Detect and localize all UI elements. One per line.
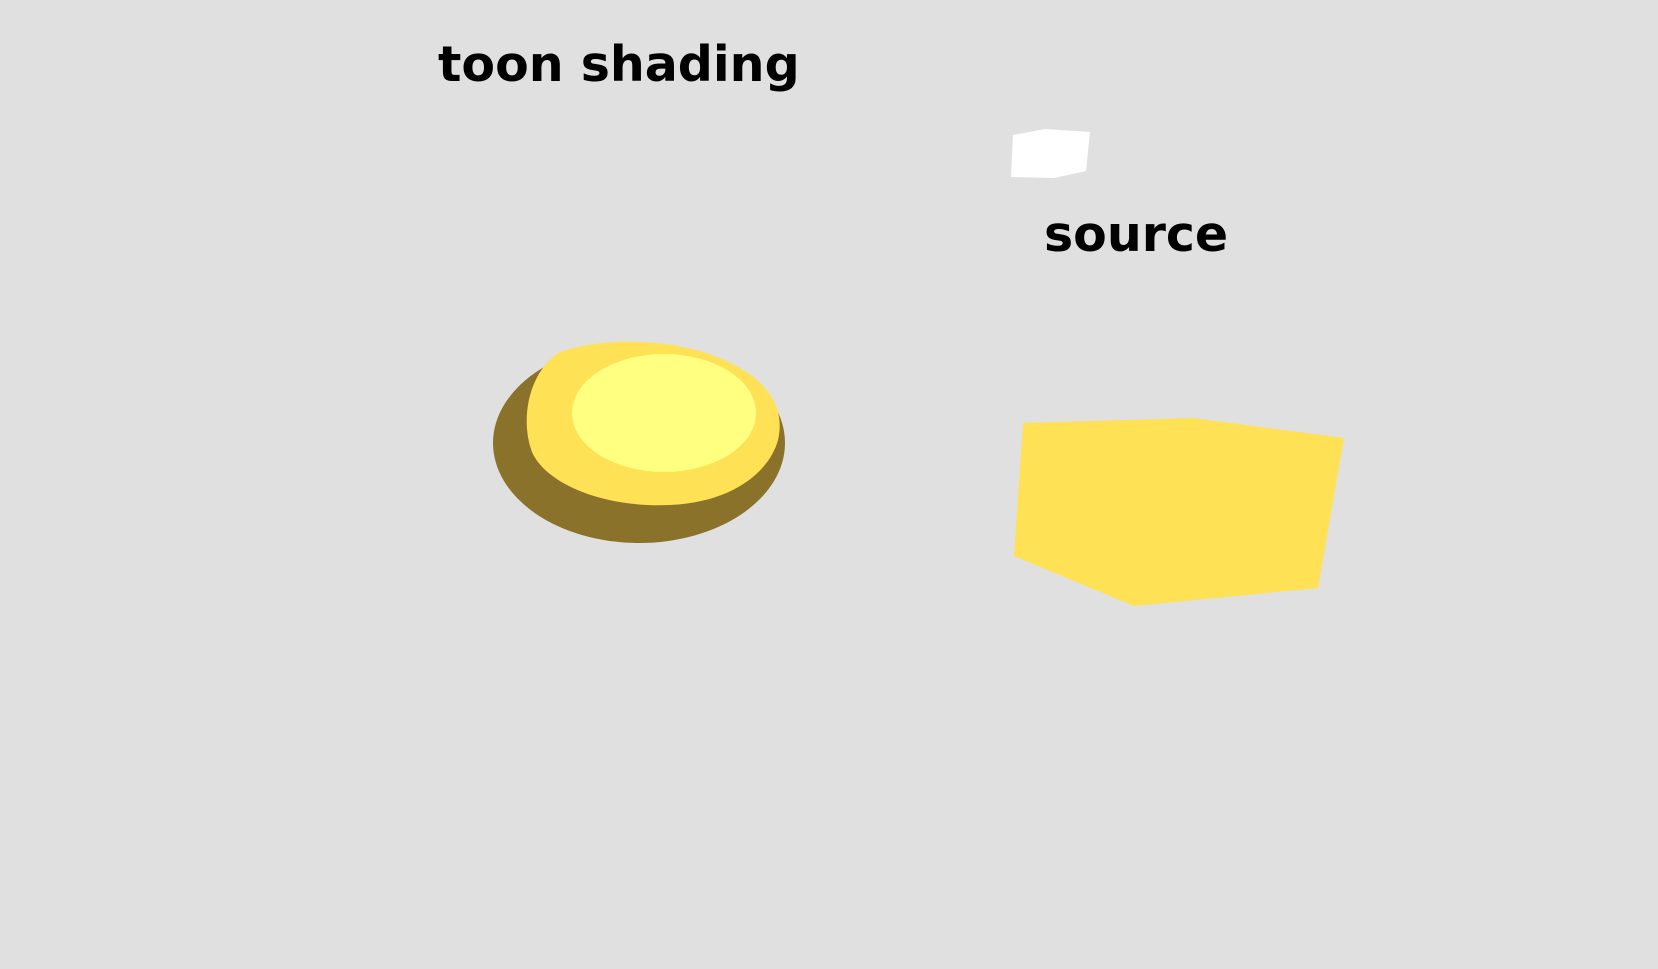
light-source-cube [1011,129,1090,178]
sphere-highlight-band [572,354,756,472]
toon-shaded-sphere [493,341,785,543]
source-label: source [1044,206,1229,263]
light-beam-shape [1014,418,1344,606]
title-label: toon shading [438,36,800,93]
